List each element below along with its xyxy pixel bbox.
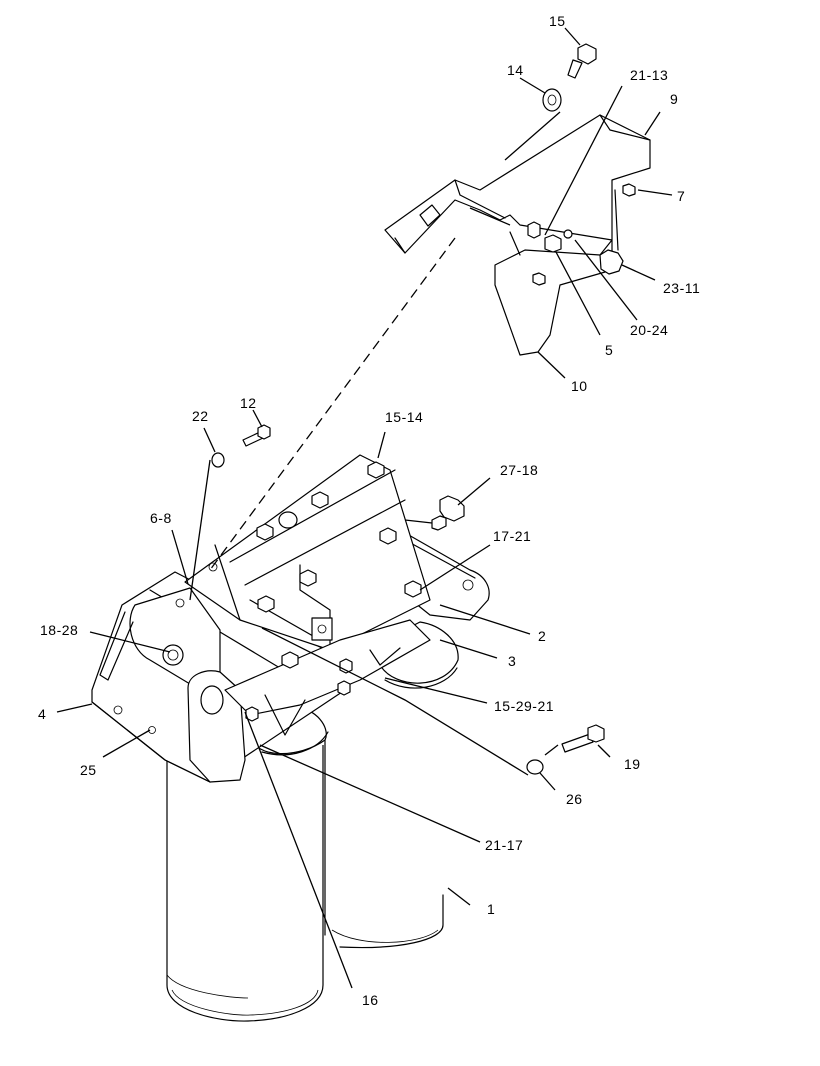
callout-7: 7 — [677, 188, 685, 204]
callout-2: 2 — [538, 628, 546, 644]
callout-1: 1 — [487, 901, 495, 917]
callout-15-14: 15-14 — [385, 409, 423, 425]
callout-21-13: 21-13 — [630, 67, 668, 83]
fitting-27-18 — [431, 495, 465, 531]
filter-canister-front — [166, 745, 324, 1022]
assembly-lines — [189, 111, 561, 776]
callout-23-11: 23-11 — [663, 280, 700, 296]
callout-12: 12 — [240, 395, 257, 411]
callout-27-18: 27-18 — [500, 462, 538, 478]
callout-15: 15 — [549, 13, 566, 29]
callout-20-24: 20-24 — [630, 322, 668, 338]
bolt-19 — [561, 724, 605, 753]
callout-17-21: 17-21 — [493, 528, 531, 544]
filter-canister-rear — [324, 734, 444, 949]
bolt-15 — [567, 43, 597, 79]
filter-base-housing — [91, 454, 490, 783]
callout-18-28: 18-28 — [40, 622, 78, 638]
callout-25: 25 — [80, 762, 97, 778]
callout-9: 9 — [670, 91, 678, 107]
bracket-hardware — [527, 183, 636, 286]
callout-6-8: 6-8 — [150, 510, 172, 526]
bolt-12 — [242, 424, 271, 447]
callout-10: 10 — [571, 378, 588, 394]
mounting-bracket — [384, 114, 651, 254]
washer-14 — [542, 88, 562, 112]
callout-14: 14 — [507, 62, 524, 78]
bracket-plate — [494, 231, 613, 356]
washer-26 — [526, 759, 544, 775]
bolt-heads — [208, 461, 422, 722]
callout-16: 16 — [362, 992, 379, 1008]
callout-labels: 15 14 21-13 9 7 23-11 20-24 5 10 22 12 1… — [38, 13, 700, 1008]
callout-21-17: 21-17 — [485, 837, 523, 853]
callout-3: 3 — [508, 653, 516, 669]
callout-5: 5 — [605, 342, 613, 358]
washer-22 — [211, 452, 225, 468]
callout-15-29-21: 15-29-21 — [494, 698, 554, 714]
leader-lines — [56, 27, 673, 989]
callout-19: 19 — [624, 756, 641, 772]
callout-22: 22 — [192, 408, 209, 424]
callout-26: 26 — [566, 791, 583, 807]
callout-4: 4 — [38, 706, 46, 722]
